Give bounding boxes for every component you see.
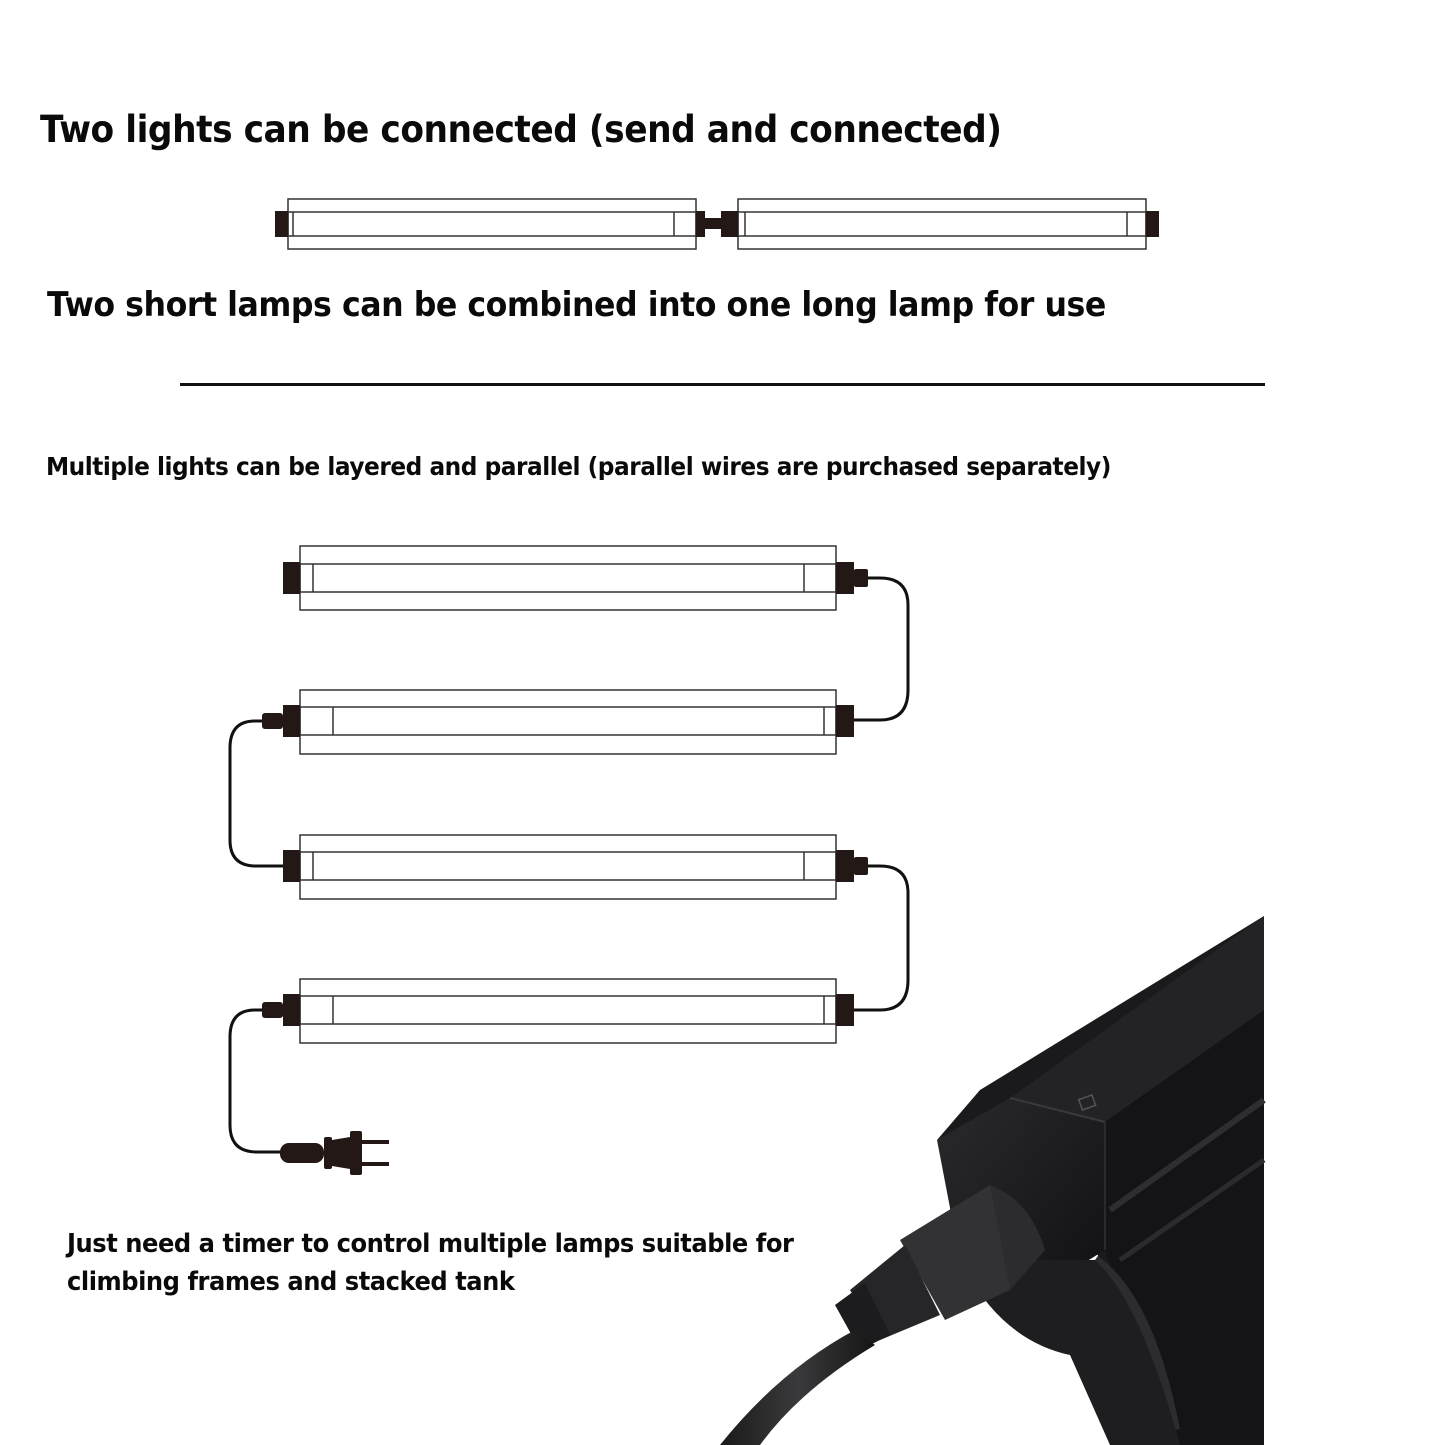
lamp-tube-icon	[299, 545, 837, 611]
lamp-tube-icon	[299, 978, 837, 1044]
connector-icon	[262, 562, 868, 1026]
lamp-tube-icon	[299, 834, 837, 900]
lamp-tube-icon	[737, 198, 1147, 250]
timer-caption: Just need a timer to control multiple la…	[67, 1229, 794, 1297]
combined-caption: Two short lamps can be combined into one…	[47, 285, 1106, 325]
lamp-tube-icon	[287, 198, 697, 250]
connected-title: Two lights can be connected (send and co…	[40, 108, 1002, 151]
parallel-title: Multiple lights can be layered and paral…	[46, 452, 1111, 481]
lamp-photo	[720, 916, 1266, 1445]
power-plug-icon	[280, 1131, 389, 1175]
lamp-tube-icon	[299, 689, 837, 755]
stacked-lamps	[228, 545, 910, 1175]
parallel-wire	[228, 576, 910, 1154]
connector-icon	[275, 211, 1159, 237]
section-divider	[180, 383, 1265, 386]
power-cord-icon	[720, 1185, 1045, 1445]
